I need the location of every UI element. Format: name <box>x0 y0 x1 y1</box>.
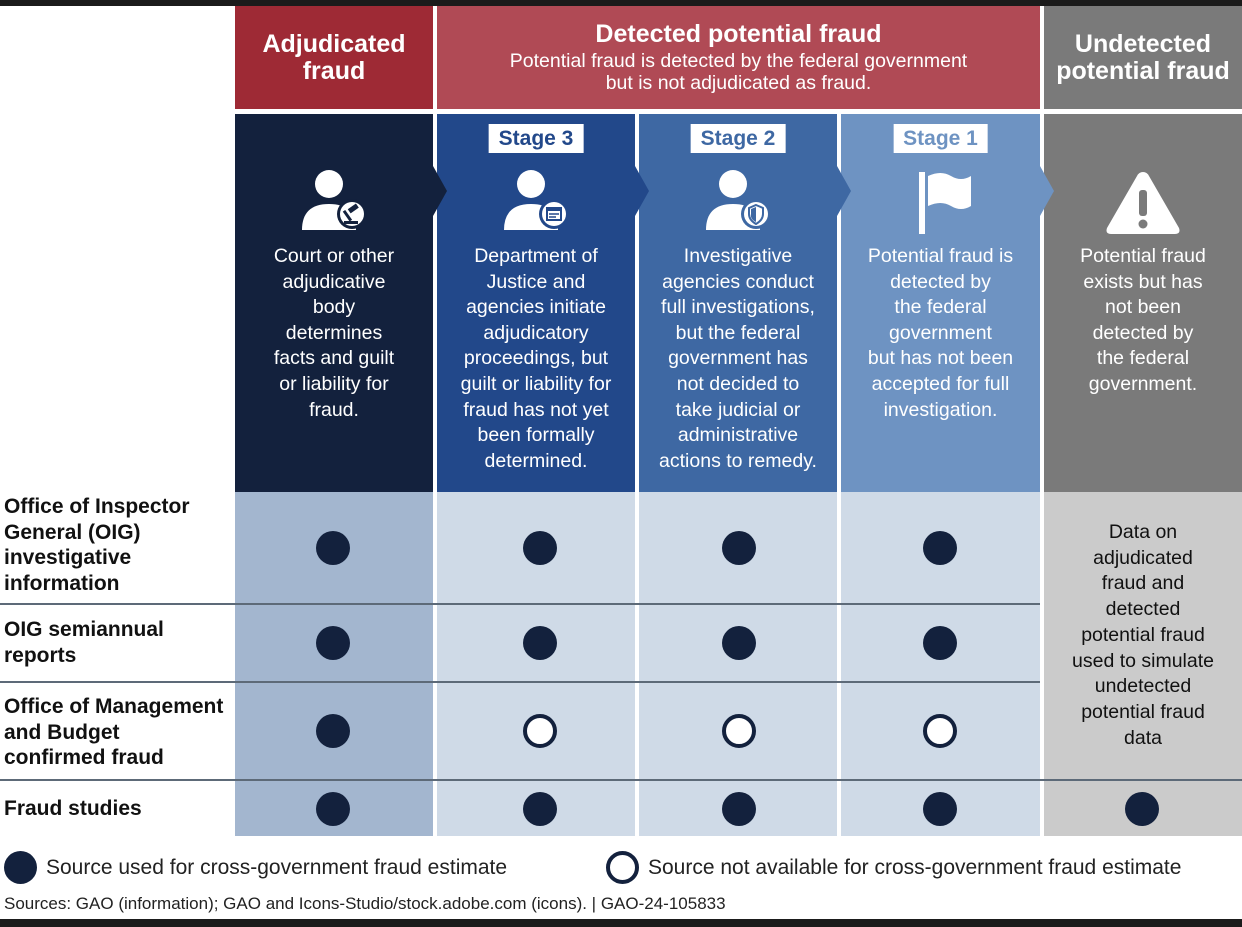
marker-used <box>316 792 350 826</box>
marker-used <box>316 626 350 660</box>
column-stage1: Stage 1 Potential fraud is detected by t… <box>841 114 1040 492</box>
legend-open-marker <box>606 851 639 884</box>
marker-used <box>316 531 350 565</box>
column-undetected-text: Potential fraud exists but has not been … <box>1080 245 1206 395</box>
marker-used <box>923 792 957 826</box>
row-divider <box>0 603 1040 605</box>
marker-used <box>722 792 756 826</box>
column-stage2-text: Investigative agencies conduct full inve… <box>659 245 817 472</box>
warning-icon <box>1106 172 1180 234</box>
marker-used <box>722 531 756 565</box>
column-adjudicated: Court or other adjudicative body determi… <box>235 114 433 492</box>
marker-used <box>316 714 350 748</box>
header-undetected: Undetected potential fraud <box>1044 6 1242 109</box>
header-undetected-title: Undetected potential fraud <box>1056 29 1230 85</box>
undetected-simulation-note: Data on adjudicated fraud and detected p… <box>1072 521 1214 749</box>
marker-not-available <box>923 714 957 748</box>
chevron-arrow-icon <box>635 166 649 216</box>
source-note: Sources: GAO (information); GAO and Icon… <box>4 894 726 913</box>
column-undetected: Potential fraud exists but has not been … <box>1044 114 1242 492</box>
legend-open-label: Source not available for cross-governmen… <box>648 856 1182 879</box>
marker-used <box>523 792 557 826</box>
marker-used <box>523 531 557 565</box>
stage3-label: Stage 3 <box>488 124 584 153</box>
column-stage2: Stage 2 Investigative agencies conduct f… <box>639 114 837 492</box>
header-adjudicated-title: Adjudicated fraud <box>262 29 406 85</box>
stage2-label: Stage 2 <box>690 124 786 153</box>
person-document-icon <box>504 170 569 230</box>
row-divider <box>0 779 1242 781</box>
row-divider <box>0 681 1040 683</box>
legend-filled-marker <box>4 851 37 884</box>
chevron-arrow-icon <box>837 166 851 216</box>
marker-used <box>923 531 957 565</box>
flag-icon <box>918 172 971 234</box>
person-gavel-icon <box>302 170 367 230</box>
header-detected-title: Detected potential fraud <box>595 20 882 48</box>
marker-used <box>1125 792 1159 826</box>
row-label-oig-investigative: Office of Inspector General (OIG) invest… <box>4 495 190 595</box>
marker-used <box>722 626 756 660</box>
cells-undetected <box>1044 492 1242 836</box>
row-label-fraud-studies: Fraud studies <box>4 797 142 820</box>
column-stage3-text: Department of Justice and agencies initi… <box>460 245 612 472</box>
stage1-label: Stage 1 <box>893 124 988 153</box>
marker-not-available <box>523 714 557 748</box>
legend-filled-label: Source used for cross-government fraud e… <box>46 856 508 879</box>
header-adjudicated: Adjudicated fraud <box>235 6 433 109</box>
row-label-oig-semiannual: OIG semiannual reports <box>4 618 164 667</box>
marker-used <box>523 626 557 660</box>
marker-used <box>923 626 957 660</box>
marker-not-available <box>722 714 756 748</box>
fraud-framework-diagram: Adjudicated fraud Detected potential fra… <box>0 6 1242 919</box>
chevron-arrow-icon <box>433 166 447 216</box>
column-stage3: Stage 3 Department of Justice and agenci… <box>437 114 635 492</box>
chevron-arrow-icon <box>1040 166 1054 216</box>
row-label-omb-confirmed: Office of Management and Budget confirme… <box>4 695 224 769</box>
column-adjudicated-text: Court or other adjudicative body determi… <box>273 245 395 421</box>
column-stage1-text: Potential fraud is detected by the feder… <box>867 245 1014 421</box>
header-detected: Detected potential fraud Potential fraud… <box>437 6 1040 109</box>
header-detected-subtitle: Potential fraud is detected by the feder… <box>509 50 968 94</box>
person-shield-icon <box>706 170 771 230</box>
